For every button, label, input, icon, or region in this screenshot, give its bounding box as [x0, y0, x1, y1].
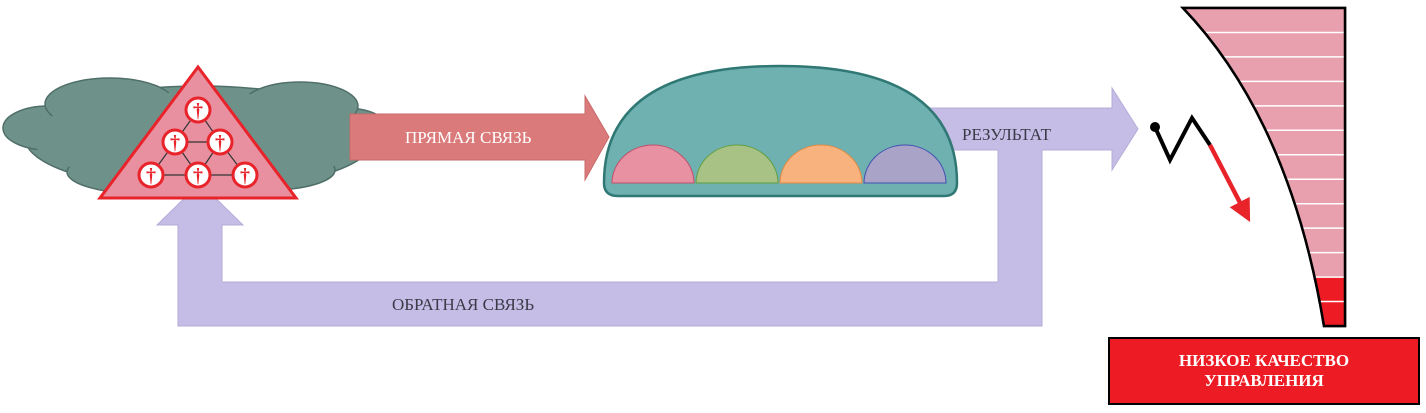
sub-dome-1	[611, 144, 695, 184]
dome	[602, 64, 959, 198]
trend-line	[1150, 114, 1251, 222]
svg-text:†: †	[240, 165, 250, 187]
scale-segment-red	[1319, 301, 1345, 326]
scale-segment	[1308, 252, 1345, 278]
scale-border	[1180, 6, 1347, 328]
scale-segment-red	[1314, 277, 1345, 302]
node-icon: †	[231, 161, 259, 189]
svg-text:†: †	[215, 132, 225, 154]
direct-link-arrow	[349, 94, 610, 182]
scale-segment	[1183, 8, 1345, 33]
svg-text:†: †	[193, 165, 203, 187]
status-low-management-quality: НИЗКОЕ КАЧЕСТВО УПРАВЛЕНИЯ	[1108, 337, 1420, 405]
direct-link-label: ПРЯМАЯ СВЯЗЬ	[405, 128, 532, 147]
sub-dome-3	[779, 144, 863, 184]
scale-segment	[1294, 203, 1345, 229]
sub-dome-4	[863, 144, 947, 184]
hierarchy-nodes: † † † † † †	[137, 96, 259, 189]
node-icon: †	[137, 161, 165, 189]
trend-start-dot	[1150, 122, 1160, 132]
node-icon: †	[184, 161, 212, 189]
svg-text:†: †	[193, 100, 203, 122]
scale-segment	[1265, 130, 1345, 155]
scale-segment	[1204, 32, 1345, 57]
node-icon: †	[184, 96, 212, 124]
node-icon: †	[161, 128, 189, 156]
scale-segment	[1252, 105, 1345, 131]
feedback-arrow	[155, 86, 1139, 327]
svg-text:†: †	[170, 132, 180, 154]
result-label: РЕЗУЛЬТАТ	[962, 125, 1052, 144]
scale-segment	[1238, 81, 1345, 106]
feedback-label: ОБРАТНАЯ СВЯЗЬ	[392, 295, 534, 314]
scale-segment	[1222, 56, 1345, 82]
status-line-1: НИЗКОЕ КАЧЕСТВО	[1178, 351, 1350, 370]
scale-segment	[1276, 154, 1345, 180]
scale-segment	[1302, 228, 1345, 253]
trend-arrow	[1208, 143, 1251, 222]
scale-segment	[1286, 179, 1345, 204]
sub-dome-2	[695, 144, 779, 184]
status-line-2: УПРАВЛЕНИЯ	[1204, 371, 1324, 390]
node-icon: †	[206, 128, 234, 156]
svg-text:†: †	[146, 165, 156, 187]
quality-scale	[1180, 6, 1347, 328]
